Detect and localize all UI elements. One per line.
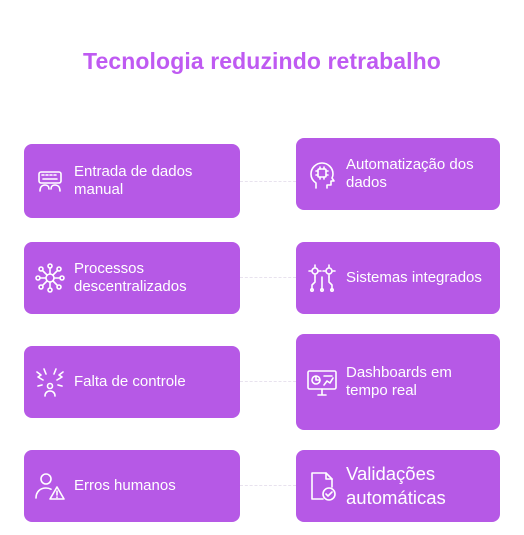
problem-card-decentralized-processes: Processos descentralizados	[24, 242, 240, 314]
user-warning-icon	[34, 470, 66, 502]
solution-card-data-automation: Automatização dos dados	[296, 138, 500, 210]
solution-label: Sistemas integrados	[346, 269, 482, 286]
problem-card-human-errors: Erros humanos	[24, 450, 240, 522]
network-nodes-icon	[34, 262, 66, 294]
connector-3	[240, 381, 296, 382]
dashboard-monitor-icon	[306, 366, 338, 398]
solution-label: Validações automáticas	[346, 463, 446, 508]
connector-4	[240, 485, 296, 486]
solution-card-automatic-validations: Validações automáticas	[296, 450, 500, 522]
solution-card-integrated-systems: Sistemas integrados	[296, 242, 500, 314]
keyboard-hands-icon	[34, 165, 66, 197]
problem-card-manual-data-entry: Entrada de dados manual	[24, 144, 240, 218]
page-title: Tecnologia reduzindo retrabalho	[83, 48, 441, 74]
solution-label: Automatização dos dados	[346, 156, 474, 191]
document-check-icon	[306, 470, 338, 502]
ai-head-chip-icon	[306, 158, 338, 190]
chaos-person-icon	[34, 366, 66, 398]
connector-2	[240, 277, 296, 278]
solution-label: Dashboards em tempo real	[346, 364, 452, 399]
problem-label: Falta de controle	[74, 373, 186, 390]
problem-label: Erros humanos	[74, 477, 176, 494]
problem-label: Processos descentralizados	[74, 260, 187, 295]
solution-card-real-time-dashboards: Dashboards em tempo real	[296, 334, 500, 430]
problem-label: Entrada de dados manual	[74, 163, 193, 198]
gears-circuit-icon	[306, 262, 338, 294]
problem-card-lack-of-control: Falta de controle	[24, 346, 240, 418]
connector-1	[240, 181, 296, 182]
